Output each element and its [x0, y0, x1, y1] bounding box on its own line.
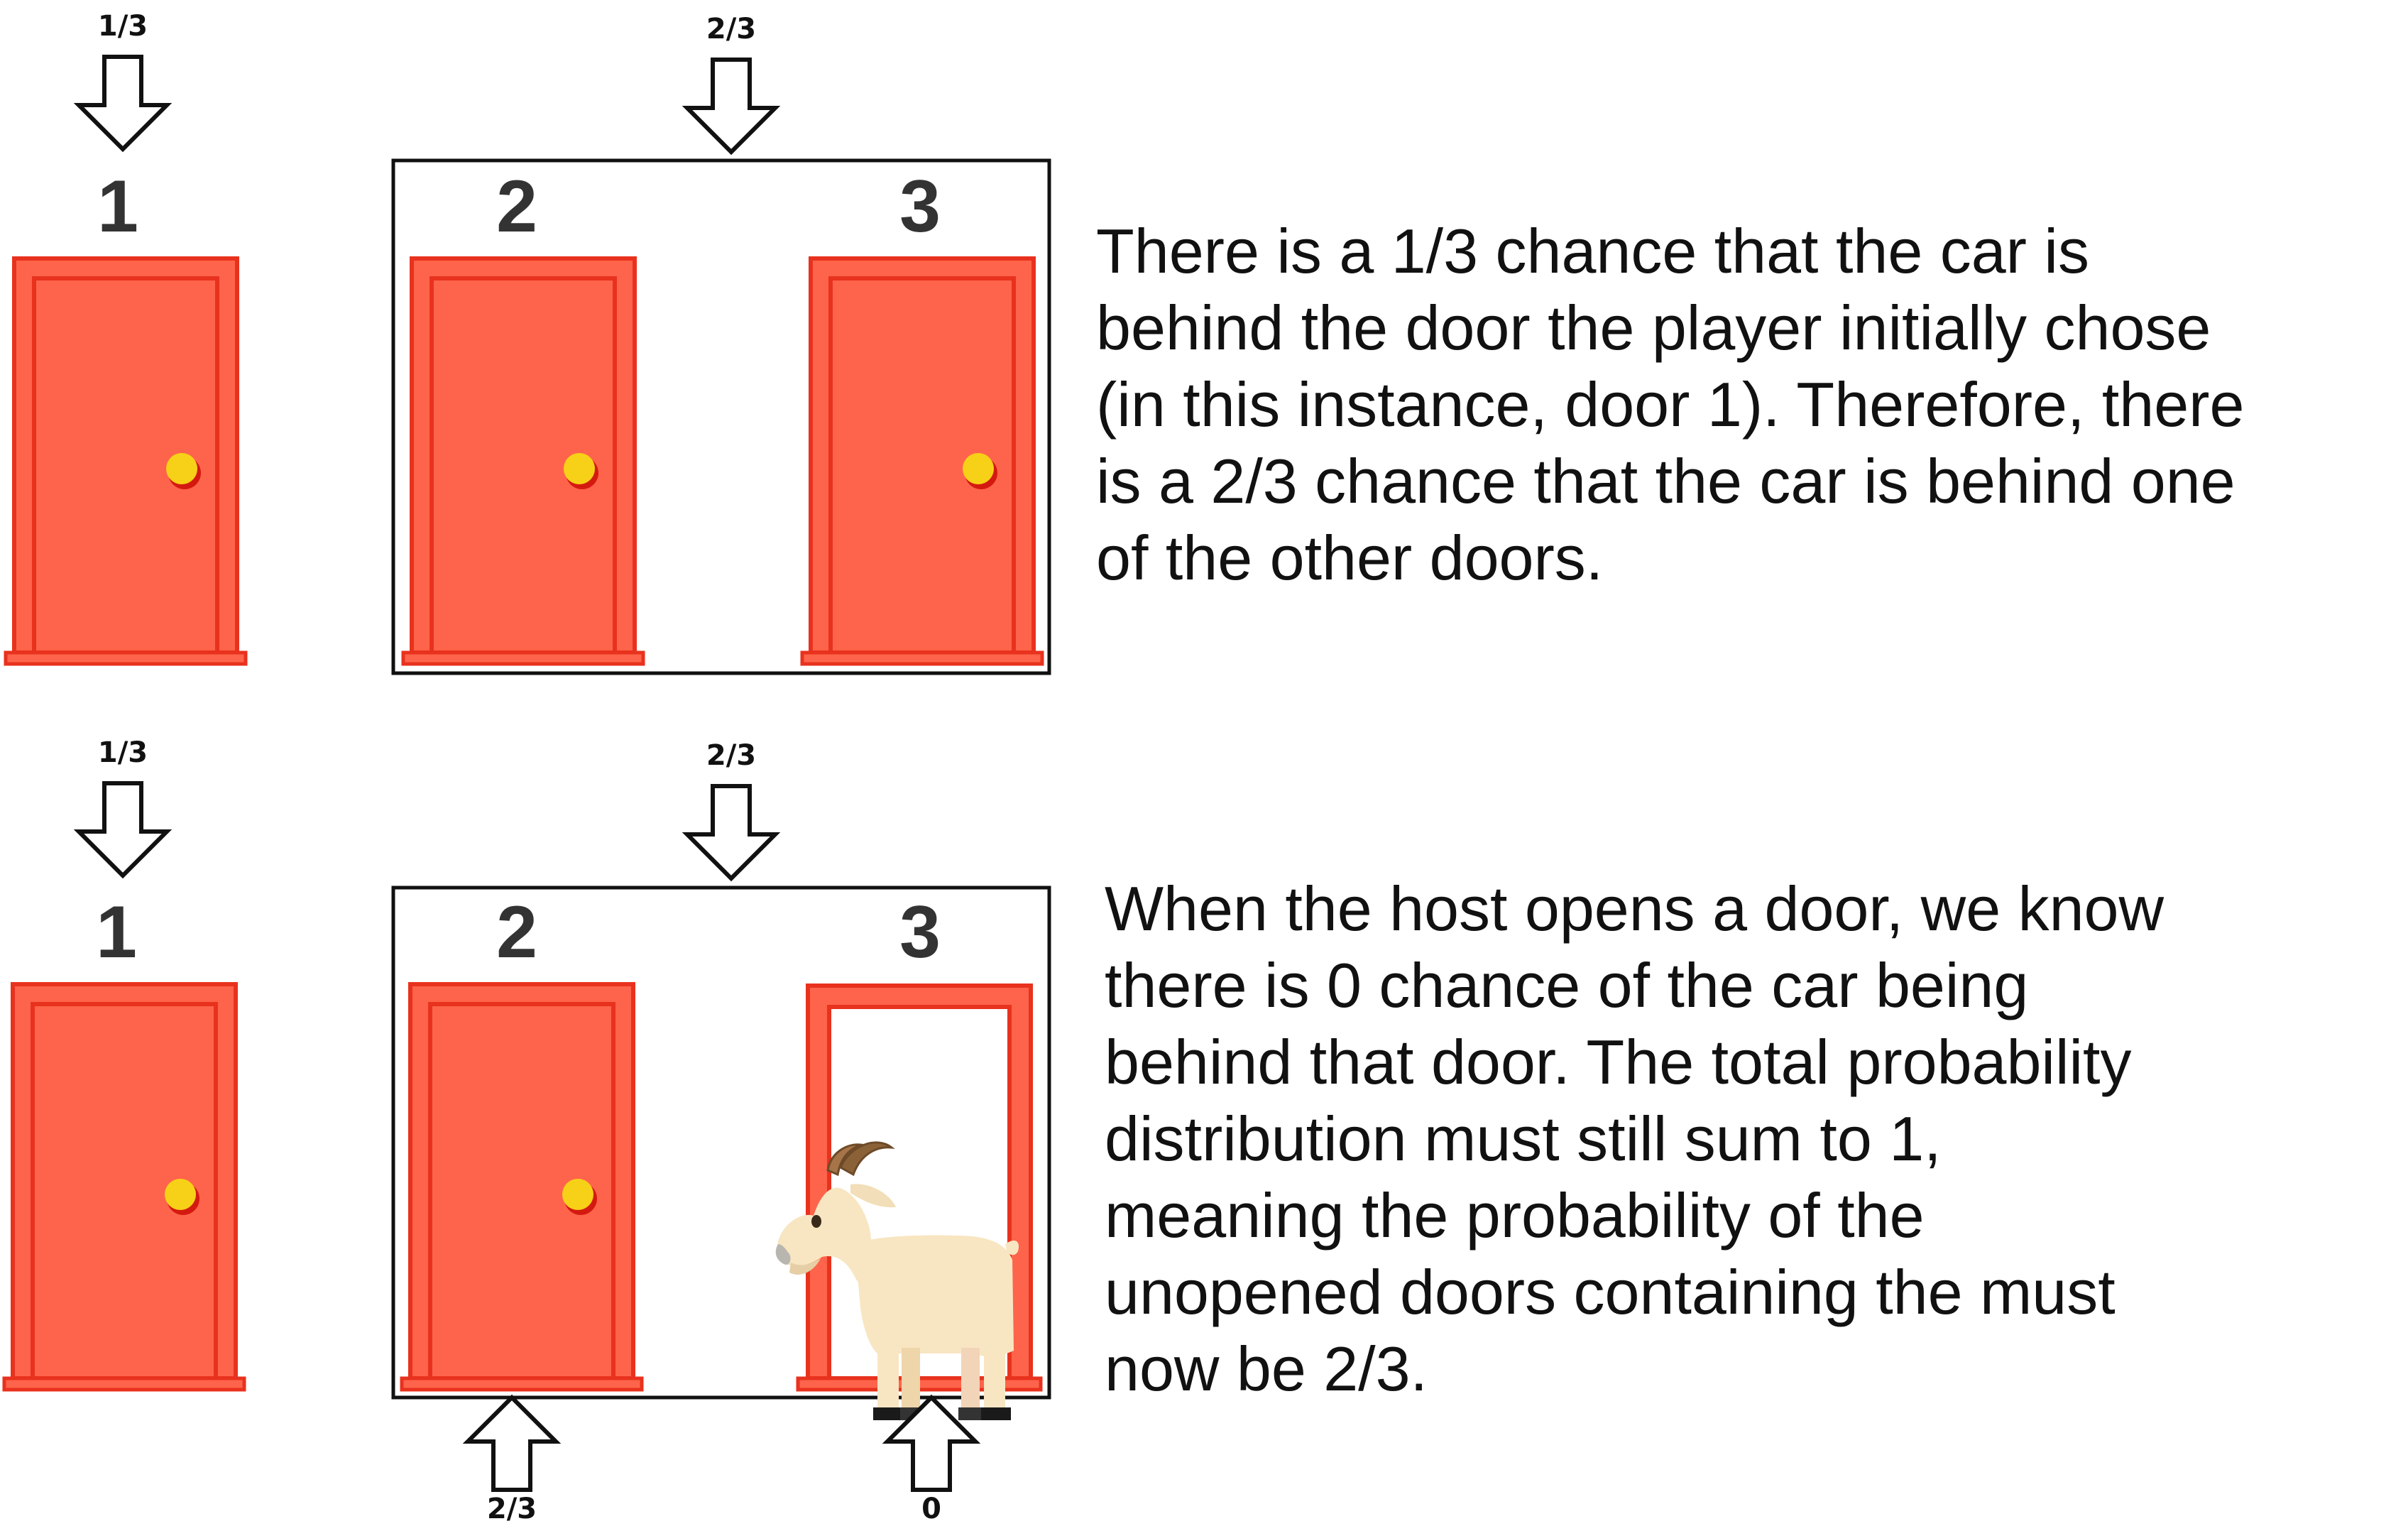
bottom-door1-arrow-icon [79, 783, 167, 876]
top-explanation-line: behind the door the player initially cho… [1096, 293, 2211, 363]
bottom-door-1 [2, 982, 246, 1392]
top-door-3-knob-icon [963, 453, 994, 484]
bottom-door1-number: 1 [96, 891, 137, 974]
top-group-arrow-icon [687, 60, 775, 152]
bottom-explanation-line: behind that door. The total probability [1105, 1027, 2132, 1097]
top-row: 1/3 2/3 1 2 3 [4, 10, 1051, 675]
bottom-explanation-line: unopened doors containing the must [1105, 1257, 2116, 1327]
top-door-1 [4, 256, 248, 666]
bottom-door-2 [400, 982, 644, 1392]
bottom-door-2-knob-icon [562, 1179, 593, 1210]
top-group-box [391, 158, 1051, 675]
bottom-door1-prob-label: 1/3 [98, 736, 148, 769]
bottom-explanation-text: When the host opens a door, we know ther… [1105, 871, 2164, 1407]
bottom-group-box [391, 886, 1051, 1400]
bottom-group-arrow-icon [687, 786, 775, 878]
top-explanation-line: is a 2/3 chance that the car is behind o… [1096, 446, 2235, 516]
top-door2-number: 2 [496, 165, 537, 248]
top-group-prob-label: 2/3 [706, 13, 756, 45]
top-explanation-line: (in this instance, door 1). Therefore, t… [1096, 369, 2245, 440]
top-door-3 [800, 256, 1044, 666]
bottom-group-prob-label: 2/3 [706, 739, 756, 772]
bottom-door3-prob-label: 0 [921, 1493, 941, 1525]
bottom-explanation-line: meaning the probability of the [1105, 1180, 1925, 1251]
bottom-explanation-line: distribution must still sum to 1, [1105, 1104, 1942, 1174]
bottom-door-1-knob-icon [165, 1179, 196, 1210]
bottom-door2-prob-label: 2/3 [487, 1493, 537, 1525]
bottom-explanation-line: When the host opens a door, we know [1105, 873, 2165, 944]
bottom-row: 1/3 2/3 1 2 3 [2, 736, 1051, 1525]
top-door1-number: 1 [97, 165, 138, 248]
bottom-door3-number: 3 [899, 891, 941, 974]
bottom-door2-number: 2 [496, 891, 537, 974]
goat-icon [775, 1141, 1019, 1420]
top-door-1-knob-icon [166, 453, 197, 484]
bottom-explanation-line: there is 0 chance of the car being [1105, 950, 2029, 1020]
bottom-door2-up-arrow-icon [468, 1397, 556, 1490]
top-door1-prob-label: 1/3 [98, 10, 148, 43]
top-door3-number: 3 [899, 165, 941, 248]
top-explanation-line: There is a 1/3 chance that the car is [1096, 216, 2089, 286]
bottom-explanation-line: now be 2/3. [1105, 1334, 1428, 1404]
top-door-2-knob-icon [564, 453, 595, 484]
top-explanation-text: There is a 1/3 chance that the car is be… [1096, 213, 2244, 596]
top-door-2 [401, 256, 645, 666]
top-explanation-line: of the other doors. [1096, 523, 1604, 593]
top-door1-arrow-icon [79, 57, 167, 149]
